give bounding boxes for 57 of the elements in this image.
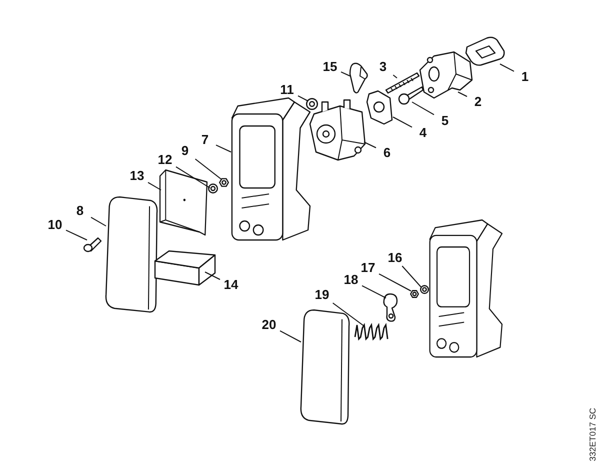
leader-line: [332, 302, 364, 326]
callout-number: 4: [412, 125, 434, 141]
leader-line: [148, 182, 162, 190]
filter-cover-drawing: [105, 197, 158, 313]
callout-number: 9: [174, 143, 196, 159]
gasket-drawing: [465, 37, 505, 65]
leader-line: [402, 266, 422, 288]
washer-drawing: [420, 285, 429, 294]
washer-drawing: [306, 98, 318, 110]
gasket-drawing: [366, 90, 393, 125]
callout-number: 6: [376, 145, 398, 161]
spring-drawing: [353, 323, 389, 340]
leader-line: [378, 273, 412, 292]
leader-line: [216, 144, 232, 152]
screw-drawing: [83, 236, 101, 252]
leader-line: [364, 142, 376, 148]
tab-drawing: [383, 293, 398, 322]
filter-cover-drawing: [300, 310, 350, 425]
callout-number: 19: [311, 287, 333, 303]
leader-line: [66, 230, 88, 240]
callout-number: 12: [154, 152, 176, 168]
nut-drawing: [410, 289, 419, 299]
air-filter-housing-drawing: [230, 98, 310, 240]
callout-number: 15: [319, 59, 341, 75]
nut-drawing: [219, 177, 229, 188]
callout-number: 8: [69, 203, 91, 219]
leader-line: [500, 64, 514, 72]
leader-line: [298, 95, 308, 102]
callout-number: 1: [514, 69, 536, 85]
leader-line: [204, 272, 220, 280]
callout-number: 16: [384, 250, 406, 266]
callout-number: 11: [276, 82, 298, 98]
callout-number: 14: [220, 277, 242, 293]
leader-line: [340, 71, 350, 76]
leader-line: [458, 92, 468, 97]
knob-drawing: [349, 62, 368, 93]
adapter-drawing: [420, 52, 472, 98]
leader-line: [412, 102, 434, 116]
carburetor-drawing: [310, 100, 365, 160]
leader-line: [392, 116, 412, 128]
leader-line: [90, 216, 106, 226]
callout-number: 7: [194, 132, 216, 148]
callout-number: 2: [467, 94, 489, 110]
leader-line: [280, 330, 302, 342]
callout-number: 5: [434, 113, 456, 129]
callout-number: 20: [258, 317, 280, 333]
screw-drawing: [398, 86, 423, 105]
drawing-number: 332ET017 SC: [588, 406, 598, 464]
leader-line: [392, 74, 398, 78]
callout-number: 3: [372, 59, 394, 75]
callout-number: 10: [44, 217, 66, 233]
leader-line: [362, 285, 386, 298]
filter-plate-drawing: [160, 170, 207, 235]
circle-shape: [208, 183, 218, 194]
leader-line: [194, 158, 222, 180]
leader-line: [176, 166, 210, 188]
callout-number: 13: [126, 168, 148, 184]
